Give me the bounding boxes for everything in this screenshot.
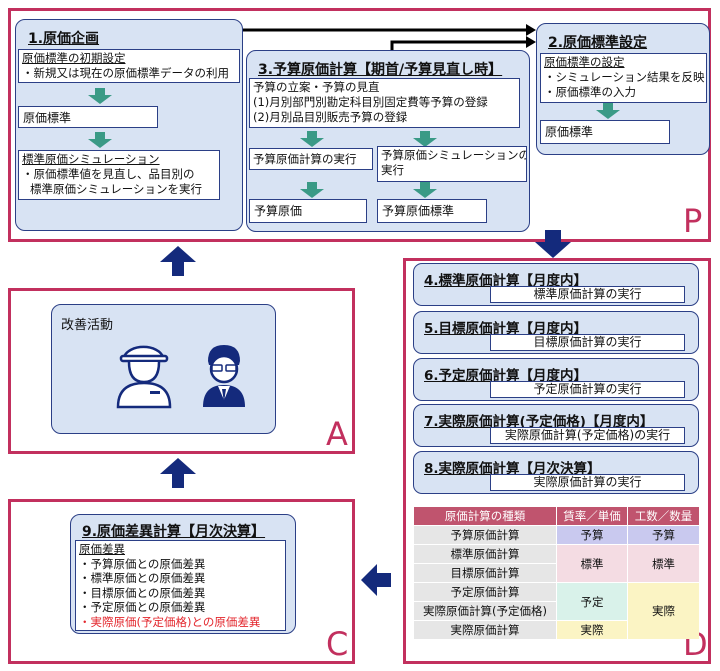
frame-p-label: P [683,202,703,240]
arrow-down-icon [535,230,571,258]
matrix-row-label: 標準原価計算 [414,545,556,563]
budget-standard-doc: 予算原価標準 [377,199,487,223]
budget-simulation-button[interactable]: 予算原価シミュレーションの 実行 [377,146,527,182]
calc-standard-exec-button[interactable]: 標準原価計算の実行 [490,286,685,303]
matrix-header-kind: 原価計算の種類 [414,507,556,525]
variance-item-1: ・予算原価との原価差異 [79,556,206,571]
budget-title: 3.予算原価計算【期首/予算見直し時】 [258,62,503,78]
calc-target-exec-button[interactable]: 目標原価計算の実行 [490,334,685,351]
matrix-row-label: 目標原価計算 [414,564,556,582]
flow-arrow-icon [300,182,324,198]
budget-doc-left-label: 予算原価 [254,204,303,218]
variance-item-3: ・目標原価との原価差異 [79,585,206,600]
frame-a-label: A [326,415,348,453]
budget-exec-label: 予算原価計算の実行 [253,152,357,166]
kaizen-panel [51,304,276,434]
calc-actual-title: 8.実際原価計算【月次決算】 [424,461,601,477]
standard-setting-doc: 原価標準 [540,120,670,144]
calc-standard: 4.標準原価計算【月度内】 標準原価計算の実行 [413,263,699,306]
calc-actual-exec-button[interactable]: 実際原価計算の実行 [490,474,685,491]
matrix-row-label: 予定原価計算 [414,583,556,601]
flow-arrow-icon [413,182,437,198]
arrow-up-icon [160,458,196,488]
flow-arrow-icon [88,132,112,148]
budget-plan-line2: (1)月別部門別勘定科目別固定費等予算の登録 [253,95,488,109]
plan-initial-setting-box: 原価標準の初期設定 ・新規又は現在の原価標準データの利用 [18,49,240,83]
flow-arrow-icon [88,88,112,104]
budget-plan-line1: 予算の立案・予算の見直 [253,80,380,94]
frame-c-label: C [326,625,349,663]
budget-sim-label2: 実行 [381,163,404,177]
calc-actual-planned-exec-button[interactable]: 実際原価計算(予定価格)の実行 [490,427,685,444]
budget-exec-button[interactable]: 予算原価計算の実行 [249,148,373,170]
plan-simulation-line1: ・原価標準値を見直し、品目別の [22,167,195,181]
plan-simulation-line2: 標準原価シミュレーションを実行 [30,182,203,196]
plan-title: 1.原価企画 [28,31,100,47]
budget-plan-box: 予算の立案・予算の見直 (1)月別部門別勘定科目別固定費等予算の登録 (2)月別… [249,78,520,128]
plan-doc-label: 原価標準 [23,111,72,125]
plan-initial-line: ・新規又は現在の原価標準データの利用 [22,66,229,80]
budget-plan-line3: (2)月別品目別販売予算の登録 [253,110,408,124]
matrix-row-label: 実際原価計算(予定価格) [414,602,556,620]
matrix-header-rate: 賃率／単価 [557,507,627,525]
variance-box: 原価差異 ・予算原価との原価差異 ・標準原価との原価差異 ・目標原価との原価差異… [75,540,286,631]
matrix-cell: 標準 [557,545,627,582]
kaizen-label: 改善活動 [61,318,114,333]
plan-initial-heading: 原価標準の初期設定 [22,51,126,65]
arrow-up-icon [160,246,196,276]
calc-actual-planned-title: 7.実際原価計算(予定価格)【月度内】 [424,414,654,430]
budget-sim-label1: 予算原価シミュレーションの [381,148,527,162]
standard-setting-title: 2.原価標準設定 [548,35,648,51]
plan-cost-standard-doc: 原価標準 [18,106,158,128]
calc-planned-title: 6.予定原価計算【月度内】 [424,368,588,384]
calc-target-title: 5.目標原価計算【月度内】 [424,321,588,337]
flow-arrow-icon [596,103,620,119]
variance-item-4: ・予定原価との原価差異 [79,600,206,614]
standard-setting-line2: ・原価標準の入力 [544,85,636,99]
standard-setting-line1: ・シミュレーション結果を反映 [544,70,705,84]
matrix-cell: 予定 [557,583,627,620]
plan-simulation-box: 標準原価シミュレーション ・原価標準値を見直し、品目別の 標準原価シミュレーショ… [18,150,220,200]
variance-item-highlight: ・実際原価(予定価格)との原価差異 [79,614,261,629]
cost-type-matrix: 原価計算の種類 賃率／単価 工数／数量 予算原価計算 予算 予算 標準原価計算 … [413,506,700,640]
matrix-row-label: 実際原価計算 [414,621,556,639]
calc-actual-planned-price: 7.実際原価計算(予定価格)【月度内】 実際原価計算(予定価格)の実行 [413,404,699,447]
calc-planned-exec-button[interactable]: 予定原価計算の実行 [490,381,685,398]
standard-setting-doc-label: 原価標準 [545,125,594,139]
matrix-row-label: 予算原価計算 [414,526,556,544]
matrix-cell: 実際 [628,583,699,639]
plan-simulation-heading: 標準原価シミュレーション [22,152,160,166]
calc-actual: 8.実際原価計算【月次決算】 実際原価計算の実行 [413,451,699,494]
matrix-cell: 実際 [557,621,627,639]
standard-setting-heading: 原価標準の設定 [544,55,625,69]
flow-arrow-icon [413,131,437,147]
variance-item-2: ・標準原価との原価差異 [79,571,206,585]
matrix-header-qty: 工数／数量 [628,507,699,525]
worker-icon [116,345,172,409]
businessman-icon [203,345,245,407]
budget-cost-doc: 予算原価 [249,199,367,223]
budget-doc-right-label: 予算原価標準 [382,204,455,218]
arrow-left-icon [361,564,391,596]
calc-standard-title: 4.標準原価計算【月度内】 [424,273,588,289]
flow-arrow-icon [300,131,324,147]
matrix-cell: 予算 [628,526,699,544]
standard-setting-box: 原価標準の設定 ・シミュレーション結果を反映 ・原価標準の入力 [540,53,707,103]
matrix-cell: 予算 [557,526,627,544]
matrix-cell: 標準 [628,545,699,582]
calc-target: 5.目標原価計算【月度内】 目標原価計算の実行 [413,311,699,354]
calc-planned: 6.予定原価計算【月度内】 予定原価計算の実行 [413,358,699,401]
variance-heading: 原価差異 [79,542,125,556]
variance-title: 9.原価差異計算【月次決算】 [82,524,266,540]
